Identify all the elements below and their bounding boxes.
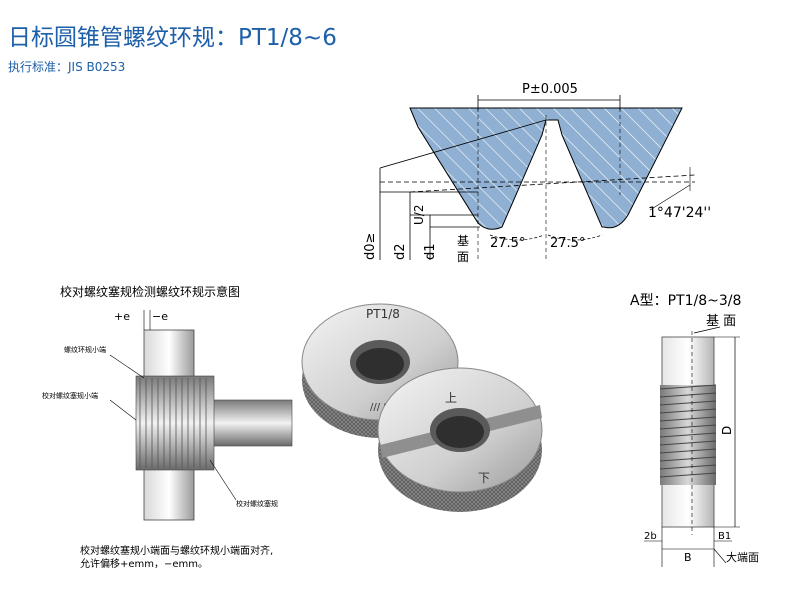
dim-b1-label: B1 [718, 531, 731, 542]
check-note-line1: 校对螺纹塞规小端面与螺纹环规小端面对齐, [80, 546, 274, 557]
dim-d2: d2 [393, 243, 408, 260]
dim-2b-label: 2b [644, 531, 657, 542]
half-angle-right: 27.5° [550, 236, 585, 251]
dim-d0: d0≥ [363, 233, 378, 260]
page-title: 日标圆锥管螺纹环规：PT1/8~6 [8, 25, 337, 51]
thread-profile-diagram: P±0.005 d0≥ d2 d1 U/2 基 面 27.5° 27.5° 1°… [363, 82, 711, 264]
ring-small-end-label: 螺纹环规小端 [64, 345, 106, 354]
dim-d-label: D [720, 426, 734, 435]
check-diagram-title: 校对螺纹塞规检测螺纹环规示意图 [60, 285, 241, 299]
half-angle-left: 27.5° [490, 236, 525, 251]
base-label-top: 基 [457, 234, 469, 248]
minus-e-label: −e [152, 310, 168, 323]
ring-gauges-photo: PT1/8 /// 8 上 下 [301, 303, 543, 512]
dim-b-label: B [684, 551, 692, 564]
ring-gauge-bottom: 上 下 [377, 367, 543, 512]
plug-label: 校对螺纹塞规 [236, 499, 278, 508]
bottom-ring-bottom-label: 下 [478, 471, 490, 485]
top-ring-text: PT1/8 [366, 307, 400, 321]
pitch-label: P±0.005 [522, 82, 578, 97]
check-diagram: +e −e 螺纹环规小端 校对螺纹塞规小端 校对螺纹塞规 [42, 310, 293, 521]
top-ring-mark: /// 8 [370, 402, 390, 413]
plug-small-end-label: 校对螺纹塞规小端 [42, 391, 98, 400]
check-note-line2: 允许偏移+emm，−emm。 [80, 559, 209, 570]
bottom-ring-top-label: 上 [445, 391, 457, 405]
plus-e-label: +e [114, 310, 130, 323]
base-label-bottom: 面 [457, 250, 469, 264]
base-face-label: 基 面 [706, 314, 736, 329]
standard-label: 执行标准：JIS B0253 [8, 60, 126, 74]
large-end-label: 大端面 [726, 550, 759, 564]
thread-body [409, 107, 683, 230]
taper-angle-label: 1°47'24'' [648, 205, 711, 221]
type-a-diagram: 基 面 D 2b B B1 大端面 [644, 314, 759, 567]
dim-u2: U/2 [412, 205, 426, 225]
plug-thread [135, 375, 215, 471]
dim-d1: d1 [423, 243, 438, 260]
type-a-thread [659, 384, 717, 485]
type-a-title: A型：PT1/8~3/8 [630, 293, 742, 309]
